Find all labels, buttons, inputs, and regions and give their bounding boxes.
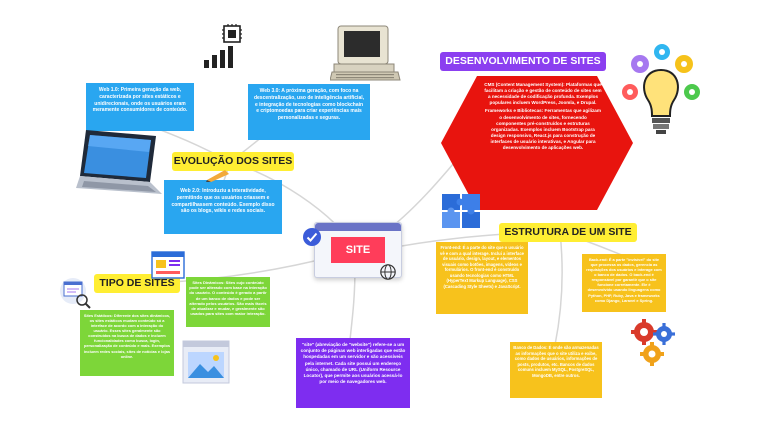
website-layout-icon bbox=[151, 251, 185, 279]
site-window-bar bbox=[315, 223, 401, 231]
pencil-icon bbox=[206, 170, 229, 182]
box-sites-dinamicos: Sites Dinâmicos: Sites cujo conteúdo pod… bbox=[186, 277, 270, 327]
box-backend: Back-end: É a parte "invisível" do site … bbox=[582, 254, 666, 312]
image-icon bbox=[182, 340, 230, 384]
globe-icon bbox=[380, 264, 396, 280]
box-web3: Web 3.0: A próxima geração, com foco na … bbox=[248, 84, 370, 140]
laptop-icon bbox=[76, 130, 162, 194]
box-dev-text: CMS (Content Management System): Platafo… bbox=[484, 82, 602, 206]
site-center-label: SITE bbox=[331, 237, 385, 263]
gears-icon bbox=[631, 319, 675, 366]
checkmark-icon bbox=[303, 228, 321, 246]
box-cms: CMS (Content Management System): Platafo… bbox=[484, 82, 602, 106]
title-evolucao: EVOLUÇÃO DOS SITES bbox=[172, 152, 294, 171]
lightbulb-gears-icon bbox=[622, 44, 700, 134]
box-sites-estaticos: Sites Estáticos: Diferente dos sites din… bbox=[80, 310, 174, 376]
box-web2: Web 2.0: Introduziu a interatividade, pe… bbox=[164, 180, 282, 234]
box-banco-dados: Banco de Dados: É onde são armazenadas a… bbox=[510, 342, 602, 398]
box-frontend: Front-end: É a parte do site que o usuár… bbox=[436, 242, 528, 314]
box-web1: Web 1.0: Primeira geração da web, caract… bbox=[86, 83, 194, 131]
hexagon-shape bbox=[441, 76, 633, 210]
chip-chart-icon bbox=[204, 24, 242, 68]
title-tipo: TIPO DE SITES bbox=[94, 274, 180, 293]
retro-computer-icon bbox=[330, 25, 401, 81]
connector-banco bbox=[554, 231, 563, 346]
box-site-description: "site" (abreviação de "website") refere-… bbox=[296, 338, 410, 408]
puzzle-icon bbox=[442, 194, 480, 228]
box-frameworks: Frameworks e Bibliotecas: Ferramentas qu… bbox=[485, 108, 601, 151]
site-center-window: SITE bbox=[314, 222, 402, 278]
title-estrutura: ESTRUTURA DE UM SITE bbox=[499, 223, 637, 242]
title-desenvolvimento: DESENVOLVIMENTO DE SITES bbox=[440, 52, 606, 71]
web-search-icon bbox=[60, 278, 91, 309]
